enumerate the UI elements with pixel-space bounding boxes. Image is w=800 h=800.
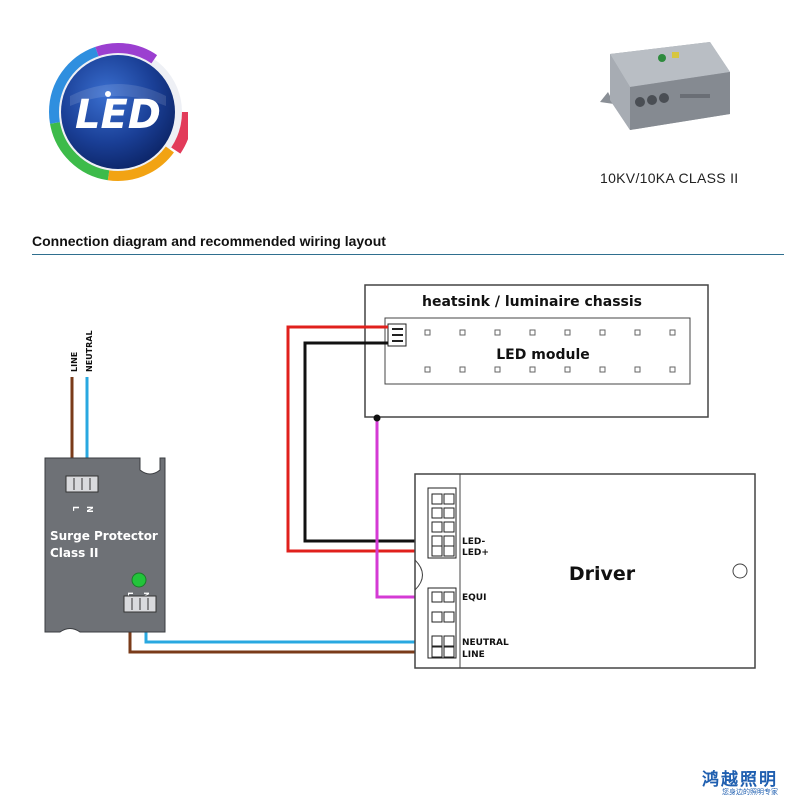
led-chips (424, 329, 676, 373)
driver-line-label: LINE (462, 650, 485, 660)
heading-divider (32, 254, 784, 255)
driver-terminal-block (427, 487, 457, 659)
module-label: LED module (496, 347, 589, 363)
driver-title: Driver (569, 563, 636, 585)
led-logo: LED (43, 37, 193, 187)
led-logo-text: LED (75, 92, 161, 138)
wire-out-neutral (144, 610, 433, 644)
module-connector (387, 323, 407, 347)
wire-led-minus (303, 341, 430, 543)
chassis-label: heatsink / luminaire chassis (422, 294, 642, 310)
brand-tagline: 您身边的照明专家 (722, 789, 778, 796)
driver-equi-label: EQUI (462, 593, 486, 603)
wire-led-plus (286, 325, 430, 553)
sp-in-n-label: N (85, 506, 94, 513)
sp-title-1: Surge Protector (50, 529, 158, 543)
sp-in-l-label: L (71, 506, 80, 511)
product-photo (590, 32, 740, 142)
product-caption: 10KV/10KA CLASS II (600, 170, 739, 186)
led-module (384, 317, 691, 385)
input-line-label: LINE (70, 352, 79, 372)
chassis-earth-point (373, 414, 381, 422)
sp-title-2: Class II (50, 546, 98, 560)
surge-protector: L N Surge Protector Class II Lo No (44, 457, 166, 633)
wire-equi (375, 418, 430, 599)
sp-status-led (131, 572, 147, 588)
input-neutral-label: NEUTRAL (85, 330, 94, 372)
section-heading: Connection diagram and recommended wirin… (32, 233, 386, 249)
wire-out-line (128, 610, 433, 654)
brand-name: 鸿越照明 (702, 770, 778, 789)
driver-led-plus-label: LED+ (462, 548, 489, 558)
driver: Driver LED- LED+ EQUI NEUTRAL LINE (414, 473, 756, 669)
driver-led-minus-label: LED- (462, 537, 486, 547)
driver-neutral-label: NEUTRAL (462, 638, 509, 648)
